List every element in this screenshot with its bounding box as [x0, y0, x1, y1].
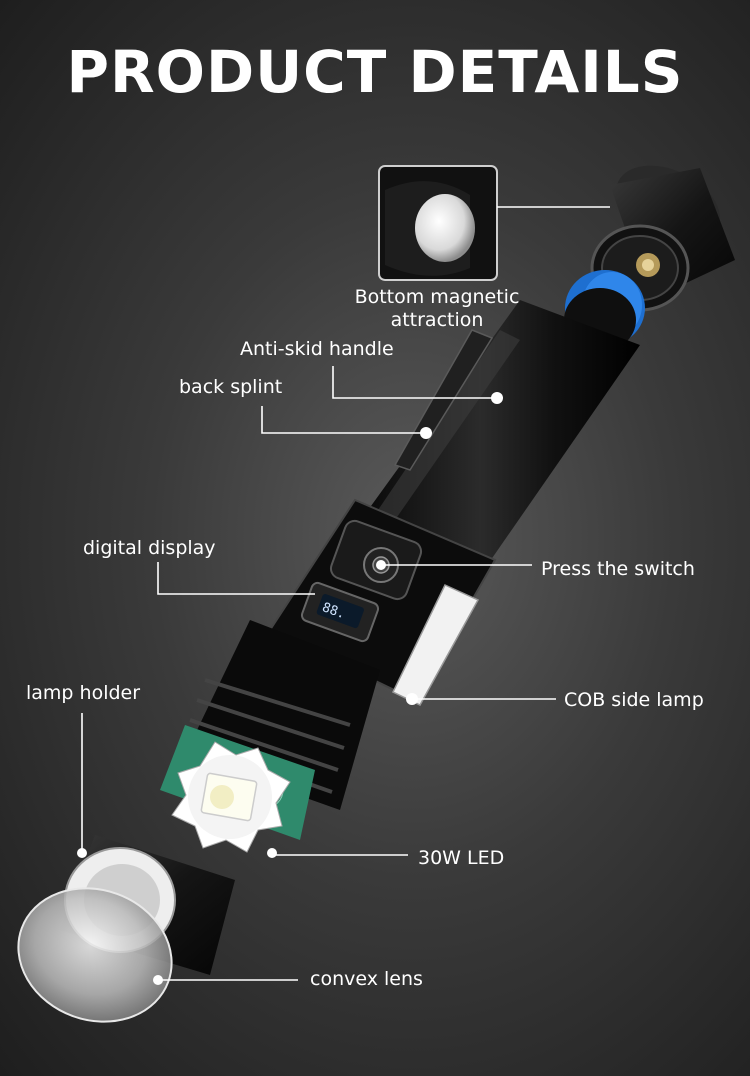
bottom-magnetic-line2: attraction — [390, 309, 484, 331]
line-back-splint — [261, 406, 426, 434]
cob-side-lamp-label: COB side lamp — [564, 689, 704, 711]
anti-skid-handle-label: Anti-skid handle — [240, 338, 394, 360]
convex-lens-label: convex lens — [310, 968, 423, 990]
line-anti-skid — [332, 366, 497, 399]
magnet-inset-image — [378, 165, 498, 281]
digital-display-label: digital display — [83, 537, 216, 559]
bottom-magnetic-label: Bottom magnetic attraction — [342, 286, 532, 332]
flashlight-body — [350, 300, 640, 590]
led-label: 30W LED — [418, 847, 505, 869]
tail-cap — [590, 165, 735, 312]
back-splint-label: back splint — [179, 376, 283, 398]
bottom-magnetic-line1: Bottom magnetic — [354, 286, 520, 308]
page-title: PRODUCT DETAILS — [66, 38, 684, 106]
line-digital-display — [157, 562, 315, 595]
led-chip-image — [171, 741, 291, 858]
lens-image — [17, 887, 173, 1023]
leader-lines — [81, 206, 610, 981]
press-the-switch-label: Press the switch — [541, 558, 695, 580]
lamp-holder-label: lamp holder — [26, 682, 141, 704]
